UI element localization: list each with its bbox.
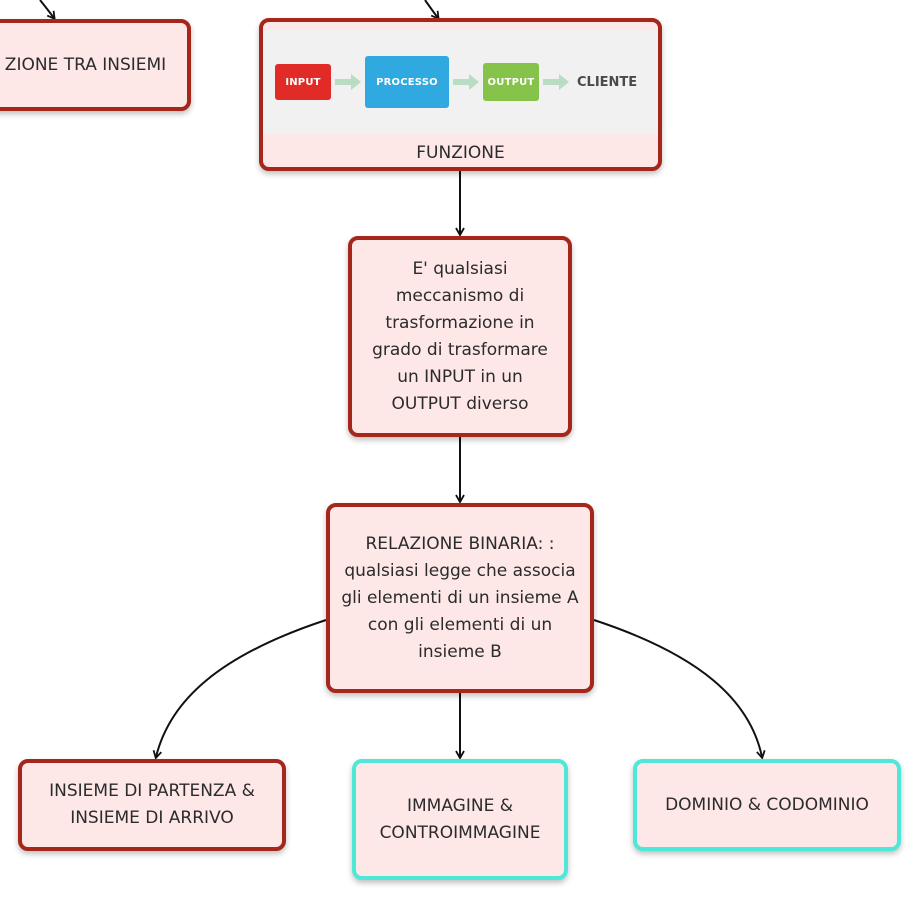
node-label: IMMAGINE & CONTROIMMAGINE xyxy=(379,795,541,843)
right-arrow-icon xyxy=(453,74,479,90)
node-label: FUNZIONE xyxy=(416,143,505,163)
node-definizione-funzione[interactable]: E' qualsiasi meccanismo di trasformazion… xyxy=(348,236,572,437)
node-label: RELAZIONE BINARIA: : qualsiasi legge che… xyxy=(341,533,579,662)
node-immagine-controimmagine[interactable]: IMMAGINE & CONTROIMMAGINE xyxy=(352,759,568,880)
node-label: ZIONE TRA INSIEMI xyxy=(4,54,167,75)
node-funzione[interactable]: INPUT PROCESSO OUTPUT CLIENTE FUNZIONE xyxy=(259,18,662,171)
node-relazione-binaria[interactable]: RELAZIONE BINARIA: : qualsiasi legge che… xyxy=(326,503,594,693)
edge-top-center xyxy=(424,0,440,21)
output-chip: OUTPUT xyxy=(483,63,539,101)
node-dominio-codominio[interactable]: DOMINIO & CODOMINIO xyxy=(633,759,901,851)
right-arrow-icon xyxy=(335,74,361,90)
cliente-label: CLIENTE xyxy=(577,74,638,90)
input-chip: INPUT xyxy=(275,64,331,100)
processo-chip: PROCESSO xyxy=(365,56,449,108)
node-label: INSIEME DI PARTENZA & INSIEME DI ARRIVO xyxy=(49,781,255,828)
edge-relazione-partenza xyxy=(152,619,327,760)
node-label: DOMINIO & CODOMINIO xyxy=(665,794,869,815)
edge-top-left xyxy=(39,0,56,21)
edge-relazione-dominio xyxy=(593,619,766,760)
process-diagram-image: INPUT PROCESSO OUTPUT CLIENTE xyxy=(263,30,658,134)
node-insieme-partenza-arrivo[interactable]: INSIEME DI PARTENZA & INSIEME DI ARRIVO xyxy=(18,759,286,851)
node-label: E' qualsiasi meccanismo di trasformazion… xyxy=(372,258,548,414)
right-arrow-icon xyxy=(543,74,569,90)
node-relazione-tra-insiemi[interactable]: ZIONE TRA INSIEMI xyxy=(0,19,191,111)
